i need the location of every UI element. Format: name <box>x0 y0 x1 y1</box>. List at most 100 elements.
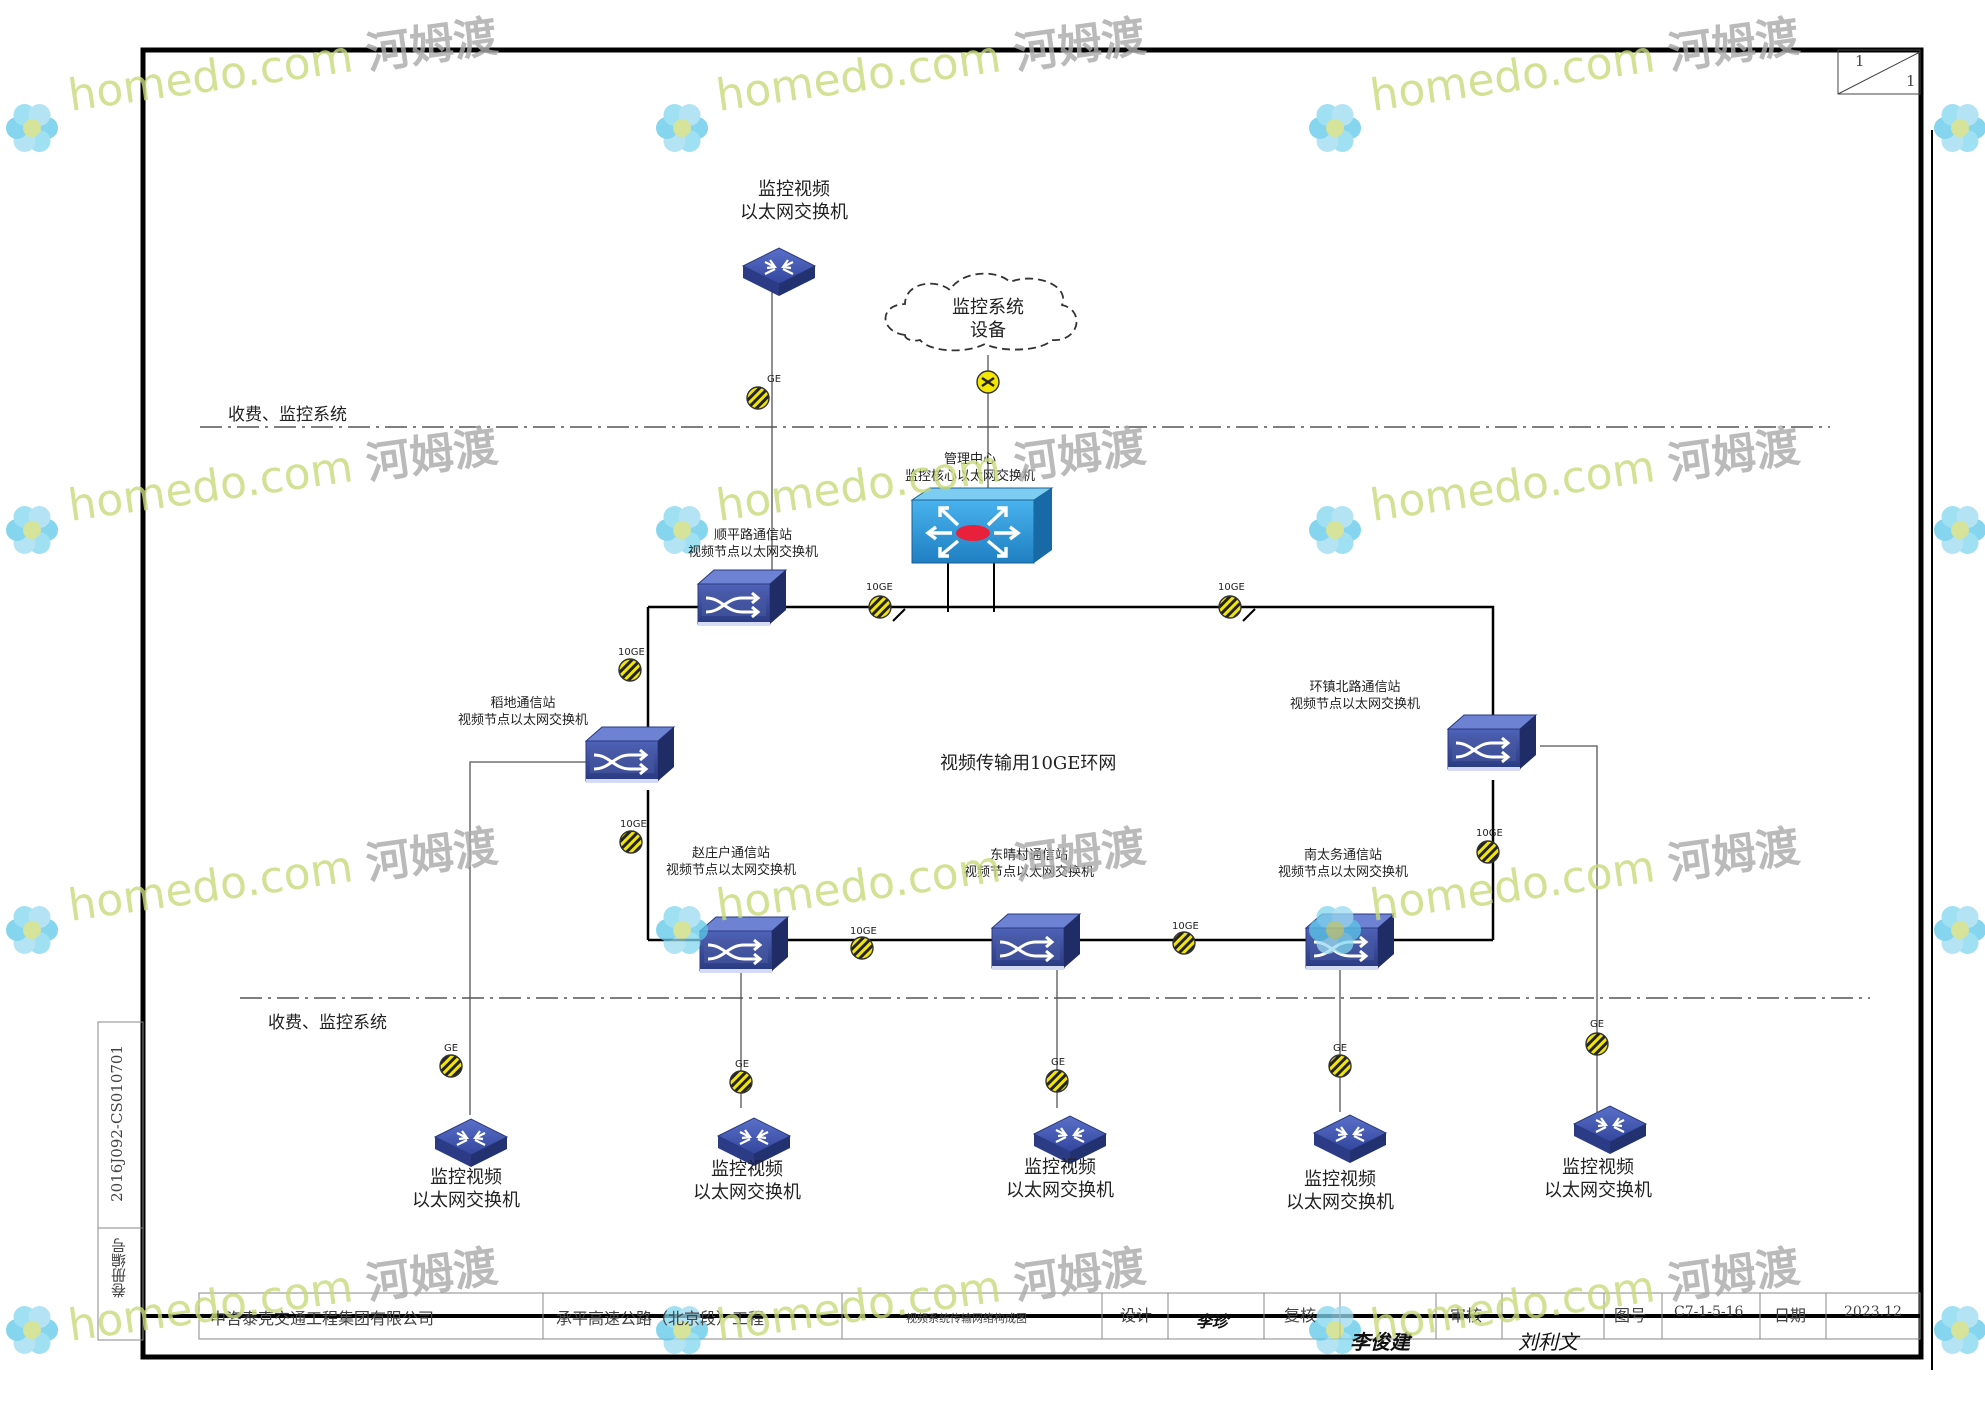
approver-signature: 刘利文 <box>1518 1330 1578 1354</box>
homedo-flower-icon <box>1934 104 1985 152</box>
station-name: 稻地通信站 <box>490 696 556 711</box>
homedo-flower-icon <box>1309 104 1361 152</box>
core-switch-label: 管理中心 监控核心以太网交换机 <box>905 452 1035 486</box>
access-switch-line2: 以太网交换机 <box>1286 1192 1394 1214</box>
station-label-shunping: 顺平路通信站 视频节点以太网交换机 <box>688 528 818 562</box>
station-role: 视频节点以太网交换机 <box>666 862 797 878</box>
company-name: 中咨泰克交通工程集团有限公司 <box>210 1309 435 1328</box>
access-switch-icon-5 <box>1572 1104 1648 1156</box>
design-label: 设计 <box>1120 1306 1153 1325</box>
node-switch-icon-dongqi <box>990 912 1082 972</box>
station-role: 视频节点以太网交换机 <box>1290 696 1421 712</box>
homedo-flower-icon <box>656 104 708 152</box>
link-label-10ge: 10GE <box>850 926 877 937</box>
homedo-flower-icon <box>1309 506 1361 554</box>
link-label-10ge: 10GE <box>1218 582 1245 593</box>
node-switch-icon-huanzhen <box>1446 713 1538 773</box>
homedo-flower-icon <box>6 506 58 554</box>
node-switch-icon-daodi <box>584 725 676 785</box>
link-marker-icon <box>439 370 1609 1094</box>
access-switch-label-1: 监控视频 以太网交换机 <box>412 1166 520 1213</box>
homedo-flower-icon <box>1309 1306 1361 1354</box>
drawing-title: 视频系统传输网络构成图 <box>906 1312 1027 1325</box>
station-role: 视频节点以太网交换机 <box>964 864 1095 880</box>
station-label-huanzhen: 环镇北路通信站 视频节点以太网交换机 <box>1290 680 1420 714</box>
cloud-icon <box>884 272 1078 352</box>
core-switch-line2: 监控核心以太网交换机 <box>905 468 1036 484</box>
monitoring-equipment-line2: 设备 <box>970 320 1006 342</box>
access-switch-icon-4 <box>1312 1113 1388 1165</box>
station-label-dongqi: 东晴村通信站 视频节点以太网交换机 <box>964 848 1094 882</box>
access-switch-line1: 监控视频 <box>758 179 830 200</box>
node-switch-icon-shunping <box>696 568 788 628</box>
access-switch-line1: 监控视频 <box>1024 1157 1096 1178</box>
access-switch-label-3: 监控视频 以太网交换机 <box>1006 1156 1114 1203</box>
access-switch-line2: 以太网交换机 <box>740 202 848 224</box>
homedo-flower-icon <box>1934 906 1985 954</box>
station-name: 赵庄户通信站 <box>692 846 771 861</box>
access-switch-line1: 监控视频 <box>711 1159 783 1180</box>
approve-label: 审核 <box>1450 1306 1483 1325</box>
access-switch-line1: 监控视频 <box>1304 1169 1376 1190</box>
ge-drops <box>469 280 1598 1115</box>
section-label-top: 收费、监控系统 <box>228 405 347 425</box>
station-label-zhaozhuang: 赵庄户通信站 视频节点以太网交换机 <box>666 846 796 880</box>
station-label-nantaiwu: 南太务通信站 视频节点以太网交换机 <box>1278 848 1408 882</box>
station-name: 环镇北路通信站 <box>1309 680 1401 695</box>
figure-number: C7-1-5-16 <box>1674 1304 1744 1320</box>
title-block <box>143 1292 1921 1340</box>
link-label-ge: GE <box>767 374 782 385</box>
station-name: 南太务通信站 <box>1304 848 1383 863</box>
designer-signature: 李珍 <box>1196 1312 1229 1331</box>
reviewer-signature: 李俊建 <box>1350 1330 1410 1354</box>
date-label: 日期 <box>1774 1306 1807 1325</box>
section-label-bottom: 收费、监控系统 <box>268 1013 387 1033</box>
access-switch-line2: 以太网交换机 <box>412 1190 520 1212</box>
monitoring-equipment-line1: 监控系统 <box>952 297 1024 318</box>
link-label-10ge: 10GE <box>1172 921 1199 932</box>
access-switch-line2: 以太网交换机 <box>1006 1180 1114 1202</box>
project-name: 承平高速公路（北京段）工程 <box>556 1309 765 1328</box>
sheet-number-top: 1 <box>1855 52 1865 70</box>
drawing-frame <box>140 47 1924 1360</box>
homedo-flower-icon <box>656 1306 708 1354</box>
homedo-flower-icon <box>656 906 708 954</box>
access-switch-label-2: 监控视频 以太网交换机 <box>693 1158 801 1205</box>
homedo-flower-icon <box>6 1306 58 1354</box>
review-label: 复核 <box>1284 1306 1317 1325</box>
link-label-10ge: 10GE <box>618 647 645 658</box>
homedo-flower-icon <box>1309 906 1361 954</box>
link-label-ge: GE <box>444 1043 459 1054</box>
access-switch-label-5: 监控视频 以太网交换机 <box>1544 1156 1652 1203</box>
station-role: 视频节点以太网交换机 <box>1278 864 1409 880</box>
homedo-flower-icon <box>6 104 58 152</box>
access-switch-line2: 以太网交换机 <box>1544 1180 1652 1202</box>
core-switch-line1: 管理中心 <box>944 452 997 467</box>
core-uplinks <box>947 563 995 612</box>
core-switch-icon <box>910 487 1054 564</box>
access-switch-icon-top <box>741 246 817 298</box>
ring-label: 视频传输用10GE环网 <box>940 753 1117 774</box>
monitoring-equipment-label: 监控系统 设备 <box>952 296 1024 343</box>
link-label-ge: GE <box>1590 1019 1605 1030</box>
link-label-10ge: 10GE <box>620 819 647 830</box>
station-name: 顺平路通信站 <box>714 528 793 543</box>
station-role: 视频节点以太网交换机 <box>688 544 819 560</box>
access-switch-icon-1 <box>433 1117 509 1169</box>
homedo-flower-icon <box>6 906 58 954</box>
access-switch-line1: 监控视频 <box>1562 1157 1634 1178</box>
access-switch-label-4: 监控视频 以太网交换机 <box>1286 1168 1394 1215</box>
access-switch-line2: 以太网交换机 <box>693 1182 801 1204</box>
link-label-10ge: 10GE <box>866 582 893 593</box>
station-name: 东晴村通信站 <box>990 848 1069 863</box>
access-switch-line1: 监控视频 <box>430 1167 502 1188</box>
homedo-flower-icon <box>1934 506 1985 554</box>
station-role: 视频节点以太网交换机 <box>458 712 589 728</box>
homedo-flower-icon <box>656 506 708 554</box>
link-label-ge: GE <box>1333 1043 1348 1054</box>
sheet-number-bottom: 1 <box>1906 72 1916 90</box>
station-label-daodi: 稻地通信站 视频节点以太网交换机 <box>458 696 588 730</box>
homedo-flower-icon <box>1934 1306 1985 1354</box>
